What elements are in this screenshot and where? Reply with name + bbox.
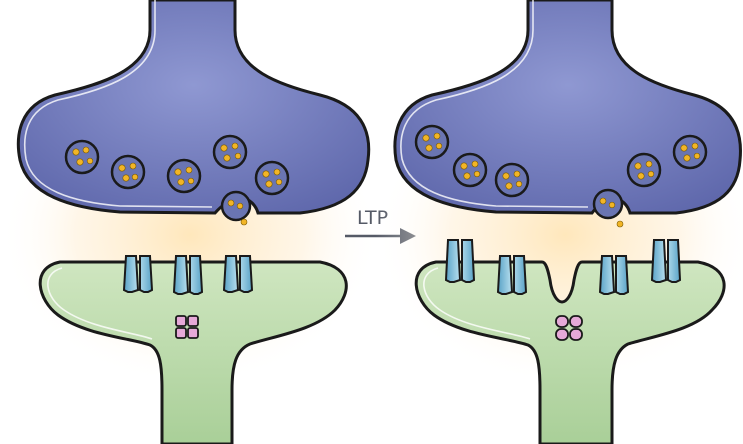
panel-after: [375, 0, 743, 444]
vesicle: [496, 164, 528, 196]
vesicle: [168, 160, 200, 192]
vesicle-fusing: [222, 192, 250, 220]
vesicle-fusing: [594, 190, 622, 218]
panel-before: [0, 0, 380, 444]
vesicle: [628, 154, 660, 186]
vesicle: [214, 136, 246, 168]
vesicle: [66, 141, 98, 173]
presynaptic-terminal: [395, 0, 741, 213]
vesicle: [674, 136, 706, 168]
vesicle: [416, 126, 448, 158]
vesicle: [112, 156, 144, 188]
vesicle: [454, 154, 486, 186]
vesicle: [256, 162, 288, 194]
